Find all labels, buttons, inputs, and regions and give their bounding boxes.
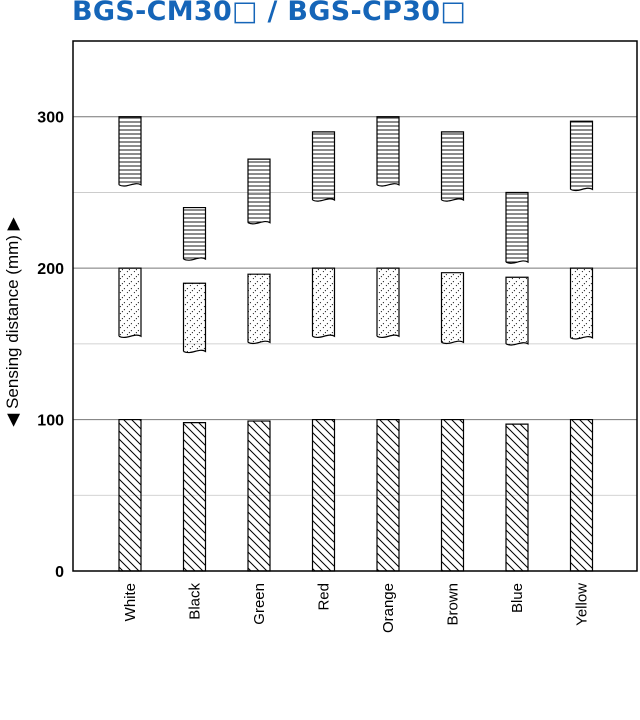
bar-segment-3: [118, 116, 142, 187]
bar-segment-2: [376, 267, 400, 339]
bar-segment-3: [182, 206, 207, 261]
bar-segment-3: [440, 131, 465, 202]
x-tick-label: Orange: [380, 583, 397, 633]
bar-segment-3: [311, 131, 336, 202]
x-labels: White Black Green Red Orange Brown Blue Yellow: [122, 583, 591, 634]
x-tick-label: White: [122, 583, 139, 621]
y-ticks: 0 100 200 300: [37, 110, 64, 581]
plot-frame: [72, 40, 638, 572]
x-tick-label: Blue: [509, 583, 526, 613]
x-tick-label: Brown: [445, 583, 462, 626]
y-tick-label: 100: [37, 413, 64, 430]
bar-segment-1: [505, 423, 529, 572]
bar-segment-1: [569, 418, 594, 572]
bar-segment-1: [118, 418, 142, 572]
chart-title: BGS-CM30□ / BGS-CP30□: [72, 0, 467, 27]
bar-segment-1: [247, 420, 271, 572]
bar-segment-3: [247, 158, 271, 225]
bar-segment-1: [440, 418, 465, 572]
bar-segment-3: [505, 191, 529, 264]
bar-segment-3: [569, 120, 594, 192]
bar-segment-2: [118, 267, 142, 339]
y-tick-label: 0: [55, 564, 64, 581]
bar-segment-2: [247, 273, 271, 345]
bar-segment-2: [569, 267, 594, 340]
bar-segment-1: [376, 418, 400, 572]
bar-segment-1: [311, 418, 336, 572]
bar-segment-3: [376, 116, 400, 187]
bar-segment-1: [182, 422, 207, 572]
x-tick-label: Yellow: [574, 583, 591, 626]
bar-segment-2: [182, 282, 207, 354]
y-tick-label: 200: [37, 261, 64, 278]
x-tick-label: Red: [316, 583, 333, 611]
x-tick-label: Black: [187, 583, 204, 620]
grid: [73, 116, 637, 496]
bar-segment-2: [505, 276, 529, 346]
y-axis-title: ◀ Sensing distance (mm) ▶: [3, 216, 22, 426]
bar-segment-2: [440, 272, 465, 345]
bars: [118, 116, 594, 572]
x-tick-label: Green: [251, 583, 268, 625]
bar-segment-2: [311, 267, 336, 339]
y-tick-label: 300: [37, 110, 64, 127]
